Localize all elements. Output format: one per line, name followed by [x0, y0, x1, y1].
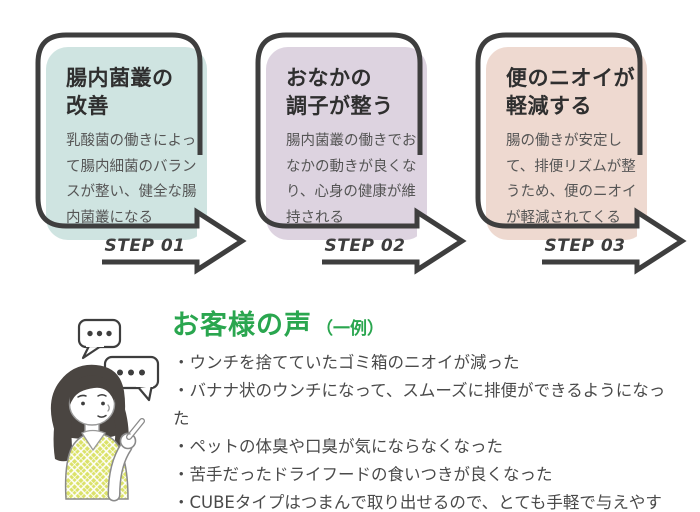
step-card-graphic-1: STEP 01	[35, 32, 247, 275]
card-text-block: 便のニオイが 軽減する 腸の働きが安定して、排便リズムが整うため、便のニオイが軽…	[506, 65, 640, 231]
arrow-head-fill	[637, 212, 682, 270]
card-background	[266, 47, 427, 240]
voice-list-item: ・バナナ状のウンチになって、スムーズに排便ができるようになった	[173, 381, 666, 428]
card-body: 乳酸菌の働きによって腸内細菌のバランスが整い、健全な腸内菌叢になる	[66, 133, 197, 226]
woman-pointing-illustration	[50, 318, 160, 502]
voice-list-item: ・CUBEタイプはつまんで取り出せるので、とても手軽で与えやすいです	[173, 493, 662, 512]
card-title: おなかの 調子が整う	[286, 66, 394, 118]
step-card-2: STEP 02 おなかの 調子が整う 腸内菌叢の働きでおなかの動きが良くなり、心…	[250, 25, 470, 290]
card-text-block: 腸内菌叢の 改善 乳酸菌の働きによって腸内細菌のバランスが整い、健全な腸内菌叢に…	[66, 65, 200, 231]
step-label: STEP 02	[325, 236, 406, 256]
step-arrow-icon	[475, 32, 687, 275]
step-arrow-icon	[255, 32, 467, 275]
card-background	[46, 47, 207, 240]
steps-row: STEP 01 腸内菌叢の 改善 乳酸菌の働きによって腸内細菌のバランスが整い、…	[30, 25, 690, 290]
voice-list-item: ・苦手だったドライフードの食いつきが良くなった	[173, 465, 553, 484]
voice-heading-row: お客様の声 （一例）	[172, 303, 384, 342]
arrow-head-fill	[197, 212, 242, 270]
step-card-1: STEP 01 腸内菌叢の 改善 乳酸菌の働きによって腸内細菌のバランスが整い、…	[30, 25, 250, 290]
card-body: 腸の働きが安定して、排便リズムが整うため、便のニオイが軽減されてくる	[506, 133, 637, 226]
speech-bubble-icon	[77, 318, 122, 360]
step-card-3: STEP 03 便のニオイが 軽減する 腸の働きが安定して、排便リズムが整うため…	[470, 25, 690, 290]
step-card-graphic-2: STEP 02	[255, 32, 467, 275]
voice-list-item: ・ペットの体臭や口臭が気にならなくなった	[173, 437, 503, 456]
step-card-graphic-3: STEP 03	[475, 32, 687, 275]
card-title: 便のニオイが 軽減する	[506, 66, 635, 118]
woman-figure	[50, 364, 145, 502]
card-title: 腸内菌叢の 改善	[66, 66, 174, 118]
card-body: 腸内菌叢の働きでおなかの動きが良くなり、心身の健康が維持される	[286, 133, 417, 226]
voice-list-item: ・ウンチを捨てていたゴミ箱のニオイが減った	[173, 353, 520, 372]
step-arrow-icon	[35, 32, 247, 275]
step-label: STEP 03	[545, 236, 626, 256]
card-text-block: おなかの 調子が整う 腸内菌叢の働きでおなかの動きが良くなり、心身の健康が維持さ…	[286, 65, 420, 231]
voice-heading-suffix: （一例）	[316, 319, 384, 339]
voice-heading: お客様の声	[172, 310, 312, 341]
card-background	[486, 47, 647, 240]
arrow-head-fill	[417, 212, 462, 270]
step-label: STEP 01	[105, 236, 186, 256]
voice-list: ・ウンチを捨てていたゴミ箱のニオイが減った ・バナナ状のウンチになって、スムーズ…	[173, 349, 678, 512]
